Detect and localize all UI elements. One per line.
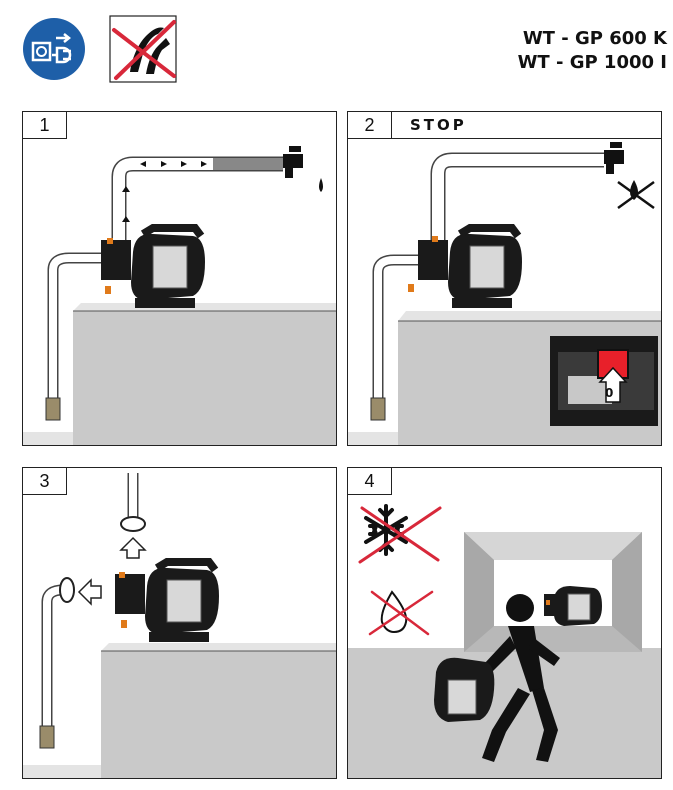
no-pliers-icon bbox=[108, 14, 180, 86]
switch-off-label: 0 bbox=[605, 386, 614, 400]
no-frost-icon bbox=[356, 498, 446, 578]
step-number: 4 bbox=[348, 468, 392, 495]
no-moisture-icon bbox=[366, 584, 436, 640]
model-number-primary: WT - GP 600 K bbox=[522, 28, 667, 49]
step-number: 1 bbox=[23, 112, 67, 139]
priming-illustration bbox=[23, 146, 336, 445]
disconnect-mains-plug-icon bbox=[22, 17, 86, 81]
step-number: 3 bbox=[23, 468, 67, 495]
person-carrying-pump bbox=[434, 594, 560, 762]
step-number: 2 bbox=[348, 112, 392, 139]
switch-closeup-inset bbox=[550, 336, 658, 426]
drain-illustration bbox=[23, 473, 336, 778]
step-panel-4: 4 bbox=[347, 467, 662, 779]
model-number-secondary: WT - GP 1000 I bbox=[517, 52, 667, 73]
step-panel-2: 2 STOP 0 bbox=[347, 111, 662, 446]
step-panel-3: 3 bbox=[22, 467, 337, 779]
step-panel-1: 1 bbox=[22, 111, 337, 446]
stop-illustration bbox=[348, 142, 661, 445]
stop-caption: STOP bbox=[410, 116, 467, 134]
storage-illustration bbox=[348, 532, 661, 778]
stored-pump bbox=[544, 586, 602, 626]
